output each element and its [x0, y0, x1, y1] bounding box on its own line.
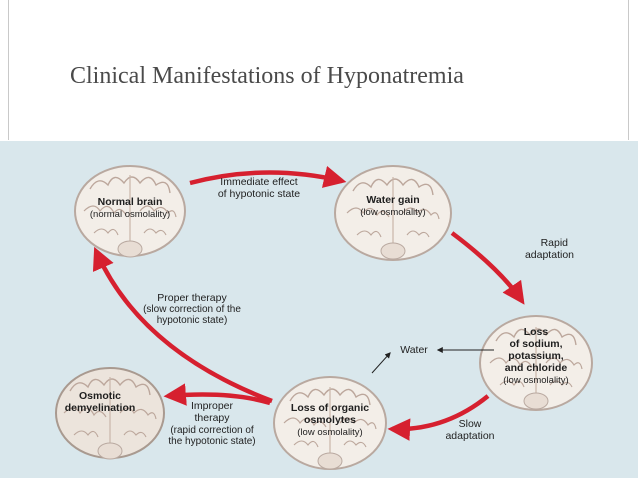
slide-frame-left-line — [8, 0, 9, 140]
slide-frame-right-line — [628, 0, 629, 140]
label-rapid-line-1: Rapid — [541, 237, 569, 249]
brain-water-gain — [334, 165, 452, 261]
arrow-slow-adaptation — [387, 394, 490, 441]
label-proper-line-3: hypotonic state) — [157, 315, 228, 326]
diagram-panel: Normal brain (normal osmolality) Water g… — [0, 141, 638, 478]
brain-loss-sodium — [479, 315, 593, 411]
arrow-water-to-organic — [371, 352, 391, 374]
label-slow-line-2: adaptation — [445, 430, 494, 442]
label-improper-line-3: (rapid correction of — [170, 425, 254, 436]
label-immediate-line-1: Immediate effect — [220, 176, 298, 188]
label-loss-line-1: Loss — [524, 326, 549, 338]
brain-osmotic-demyelination — [55, 367, 165, 460]
brain-normal — [74, 165, 186, 258]
label-loss-line-3: potassium, — [508, 350, 564, 362]
arrow-immediate-effect — [189, 165, 347, 188]
label-loss-line-4: and chloride — [505, 362, 568, 374]
arrow-improper-therapy — [163, 383, 271, 406]
label-immediate-line-2: of hypotonic state — [218, 188, 300, 200]
label-normal-osmolality: (normal osmolality) — [90, 209, 170, 220]
arrow-proper-therapy — [92, 246, 273, 404]
label-loss-osmolality: (low osmolality) — [503, 375, 568, 386]
brain-loss-organic — [273, 376, 387, 470]
label-water-gain-osmolality: (low osmolality) — [360, 207, 425, 218]
label-osmotic-line-1: Osmotic — [79, 390, 121, 402]
label-improper-line-1: Improper — [191, 400, 234, 412]
label-proper-line-2: (slow correction of the — [143, 304, 241, 315]
arrow-rapid-adaptation — [450, 231, 525, 305]
label-osmotic-line-2: demyelination — [65, 402, 136, 414]
hyponatremia-cycle-diagram: Normal brain (normal osmolality) Water g… — [55, 165, 593, 470]
label-proper-line-1: Proper therapy — [157, 292, 227, 304]
slide-title: Clinical Manifestations of Hyponatremia — [70, 63, 464, 89]
label-water-gain: Water gain — [366, 194, 419, 206]
label-organic-line-2: osmolytes — [304, 414, 356, 426]
label-water: Water — [400, 344, 428, 356]
label-rapid-line-2: adaptation — [525, 249, 574, 261]
label-loss-line-2: of sodium, — [509, 338, 562, 350]
label-organic-line-1: Loss of organic — [291, 402, 369, 414]
label-improper-line-2: therapy — [194, 412, 230, 424]
label-organic-osmolality: (low osmolality) — [297, 427, 362, 438]
label-slow-line-1: Slow — [459, 418, 482, 430]
label-normal-brain: Normal brain — [98, 196, 163, 208]
label-improper-line-4: the hypotonic state) — [168, 436, 255, 447]
